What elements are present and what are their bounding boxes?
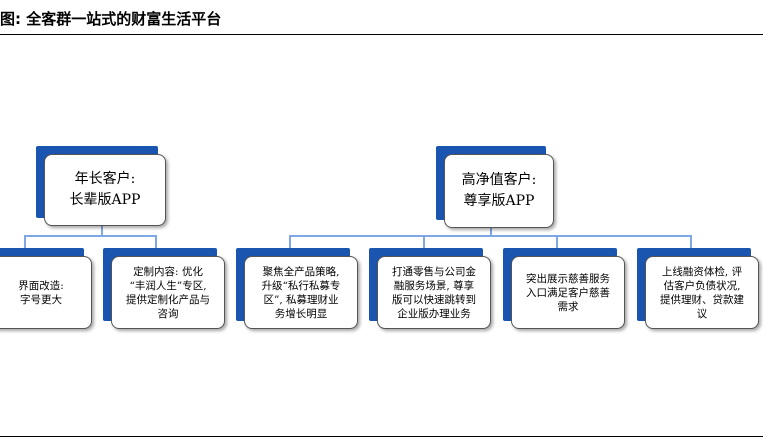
bottom-rule <box>0 436 763 437</box>
connector <box>24 235 156 237</box>
node-card: 高净值客户: 尊享版APP <box>444 154 554 228</box>
root-label: 高净值客户: <box>461 172 537 188</box>
node-card: 突出展示慈善服务 入口满足客户慈善 需求 <box>511 256 625 329</box>
root-node-senior: 年长客户: 长辈版APP <box>36 146 166 226</box>
child-node-custom-content: 定制内容: 优化 “丰润人生”专区, 提供定制化产品与 咨询 <box>103 248 225 329</box>
top-rule <box>0 34 763 35</box>
connector <box>155 235 157 248</box>
node-card: 聚焦全产品策略, 升级“私行私募专 区”, 私募理财业 务增长明显 <box>244 256 358 329</box>
connector <box>289 235 291 248</box>
child-node-charity: 突出展示慈善服务 入口满足客户慈善 需求 <box>503 248 625 329</box>
connector <box>24 235 26 248</box>
connector <box>556 235 558 248</box>
connector <box>690 235 692 248</box>
root-node-hnw: 高净值客户: 尊享版APP <box>436 146 554 228</box>
child-node-financing-checkup: 上线融资体检, 评 估客户负债状况, 提供理财、贷款建 议 <box>637 248 759 329</box>
root-app: 长辈版APP <box>69 192 141 208</box>
connector <box>490 228 492 236</box>
child-node-corporate-link: 打通零售与公司金 融服务场景, 尊享 版可以快速跳转到 企业版办理业务 <box>369 248 491 329</box>
child-node-interface: 界面改造: 字号更大 <box>0 248 92 329</box>
node-card: 定制内容: 优化 “丰润人生”专区, 提供定制化产品与 咨询 <box>111 256 225 329</box>
root-app: 尊享版APP <box>463 193 535 209</box>
node-card: 年长客户: 长辈版APP <box>44 154 166 226</box>
root-label: 年长客户: <box>74 171 136 187</box>
node-card: 打通零售与公司金 融服务场景, 尊享 版可以快速跳转到 企业版办理业务 <box>377 256 491 329</box>
node-card: 上线融资体检, 评 估客户负债状况, 提供理财、贷款建 议 <box>645 256 759 329</box>
node-card: 界面改造: 字号更大 <box>0 256 92 329</box>
figure-caption: 图: 全客群一站式的财富生活平台 <box>0 10 222 28</box>
child-node-private-banking: 聚焦全产品策略, 升级“私行私募专 区”, 私募理财业 务增长明显 <box>236 248 358 329</box>
connector <box>423 235 425 248</box>
connector <box>289 235 691 237</box>
connector <box>101 226 103 236</box>
